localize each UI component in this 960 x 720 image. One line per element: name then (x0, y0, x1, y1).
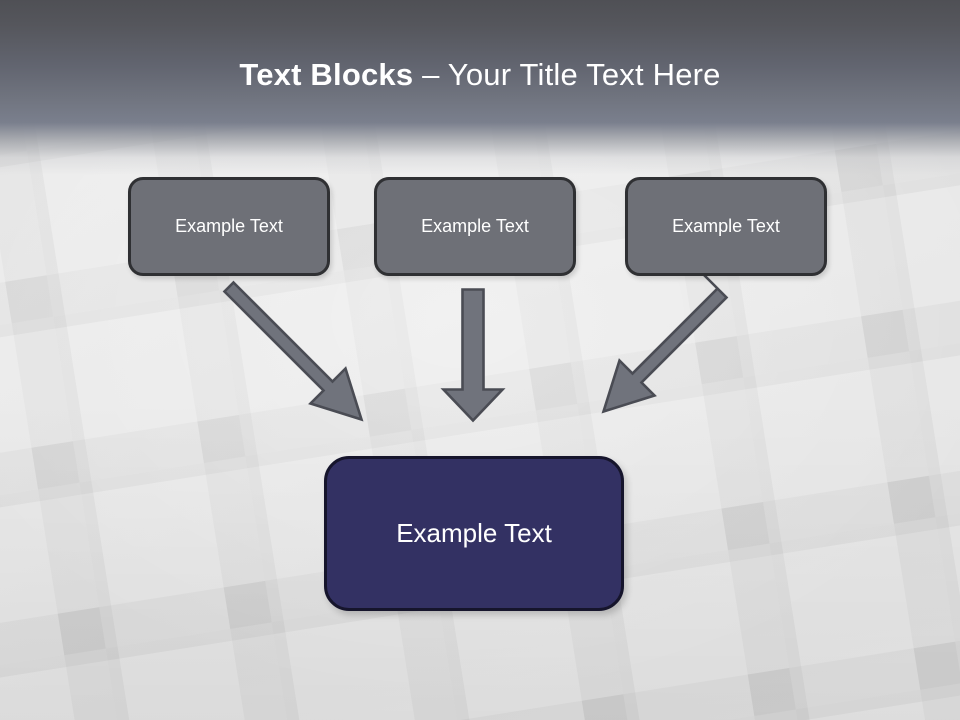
slide-header-band (0, 0, 960, 175)
text-block-3-label: Example Text (672, 216, 780, 236)
text-block-1-label: Example Text (175, 216, 283, 236)
text-block-3[interactable]: Example Text (625, 177, 827, 276)
text-block-result[interactable]: Example Text (324, 456, 624, 611)
text-block-2[interactable]: Example Text (374, 177, 576, 276)
text-block-result-label: Example Text (396, 518, 552, 548)
page-title: Text Blocks – Your Title Text Here (0, 54, 960, 96)
page-title-regular: – Your Title Text Here (413, 57, 721, 92)
page-title-bold: Text Blocks (239, 57, 414, 92)
text-block-2-label: Example Text (421, 216, 529, 236)
text-block-1[interactable]: Example Text (128, 177, 330, 276)
